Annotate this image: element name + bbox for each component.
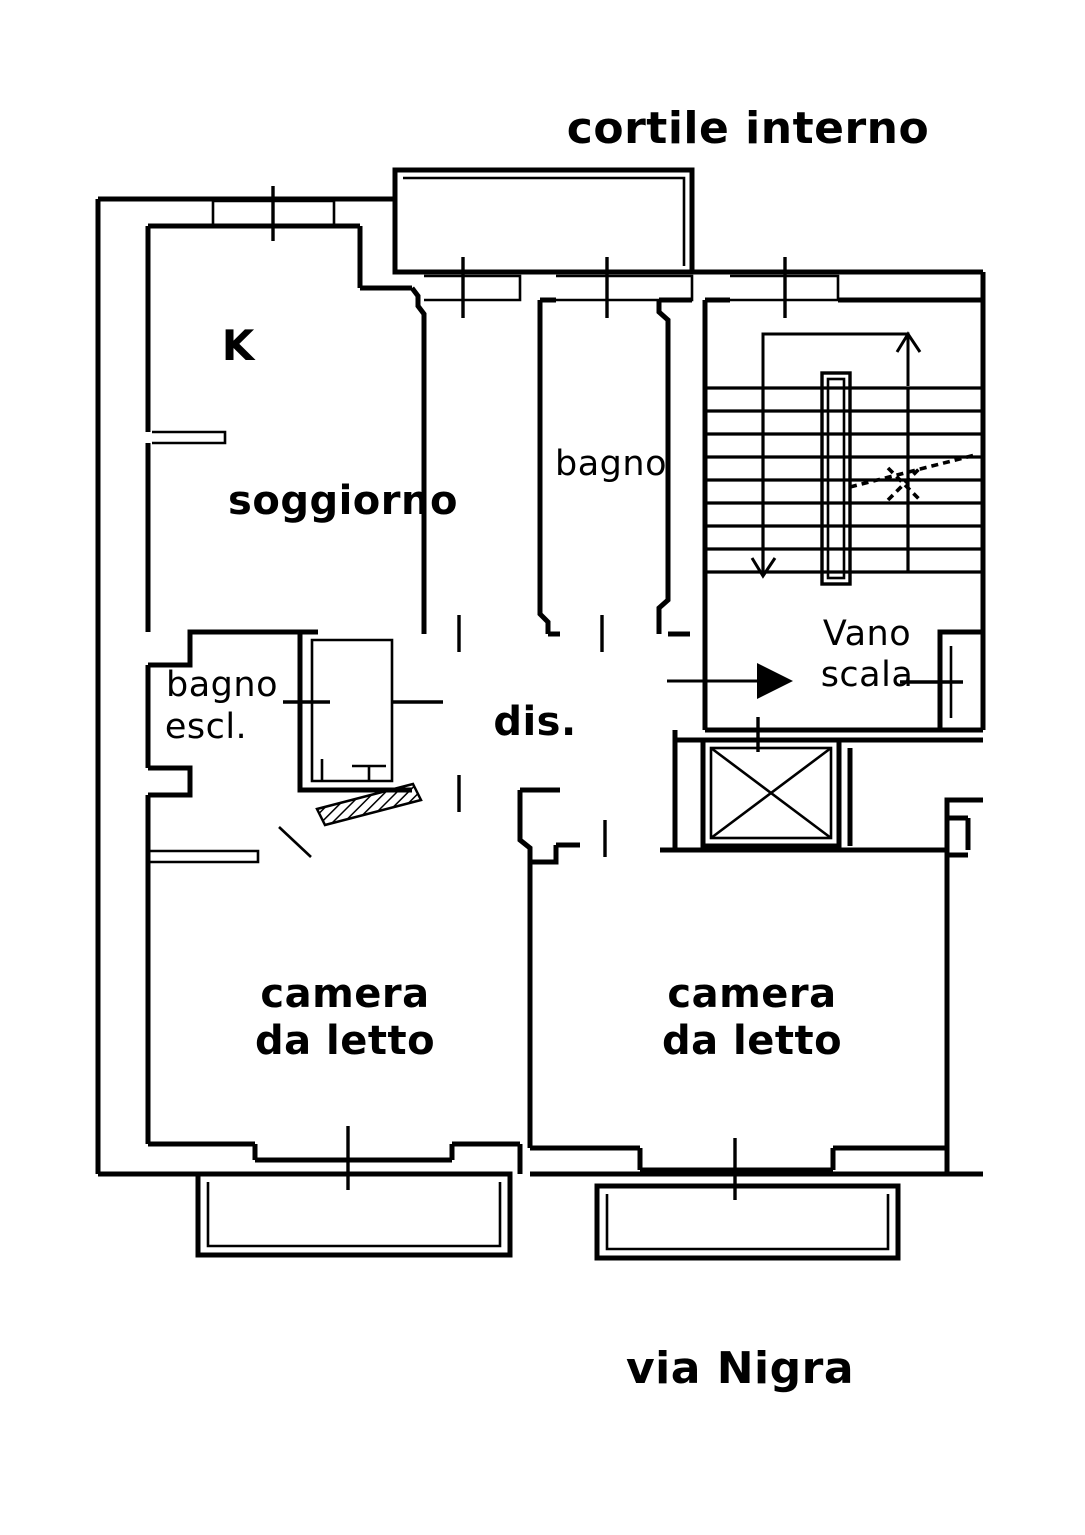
label-kitchen: K (222, 321, 256, 370)
label-bagno-escl-line2: escl. (165, 707, 247, 747)
corridor-door-ticks (457, 615, 607, 857)
exterior-wall-upper-left (95, 196, 395, 1177)
balcony-bottom-left (195, 1171, 513, 1258)
label-soggiorno: soggiorno (228, 478, 458, 524)
exterior-wall-east-lower (944, 797, 983, 1175)
label-camera-right-line2: da letto (662, 1018, 842, 1064)
stair-central-wall (820, 371, 852, 586)
balcony-bottom-right (594, 1183, 901, 1261)
door-leaf-hatched (315, 782, 423, 827)
stairwell-enclosure (702, 272, 986, 733)
room-outline-soggiorno (145, 223, 412, 632)
window-north-bagno (556, 257, 694, 318)
shower-enclosure (283, 632, 443, 793)
label-bagno-escl-line1: bagno (166, 665, 278, 705)
label-bagno: bagno (555, 444, 667, 484)
window-north-stairs (730, 257, 840, 318)
label-cortile-interno: cortile interno (567, 103, 929, 154)
exterior-wall-east (900, 629, 983, 730)
door-swing-mark (278, 826, 312, 858)
room-outline-bagno-escl (145, 629, 318, 878)
label-vano: Vano (823, 614, 911, 654)
partition-central-lower (517, 787, 580, 1148)
stair-direction-path (750, 331, 922, 579)
stair-break-line (849, 453, 976, 502)
window-north-corridor (424, 257, 522, 318)
stairwell-label-group: Vano scala (667, 614, 913, 699)
room-outline-bagno (537, 297, 692, 637)
label-disimpegno: dis. (493, 699, 576, 745)
label-scala: scala (821, 655, 914, 695)
label-camera-left-line2: da letto (255, 1018, 435, 1064)
entry-door-left (148, 849, 260, 864)
label-camera-left-line1: camera (260, 971, 429, 1017)
elevator-shaft (660, 717, 983, 853)
partition-soggiorno-east (410, 286, 427, 634)
leader-arrow-icon (757, 663, 793, 699)
label-camera-right-line1: camera (667, 971, 836, 1017)
room-outline-camera-left (145, 878, 523, 1174)
label-via-nigra: via Nigra (626, 1343, 854, 1394)
